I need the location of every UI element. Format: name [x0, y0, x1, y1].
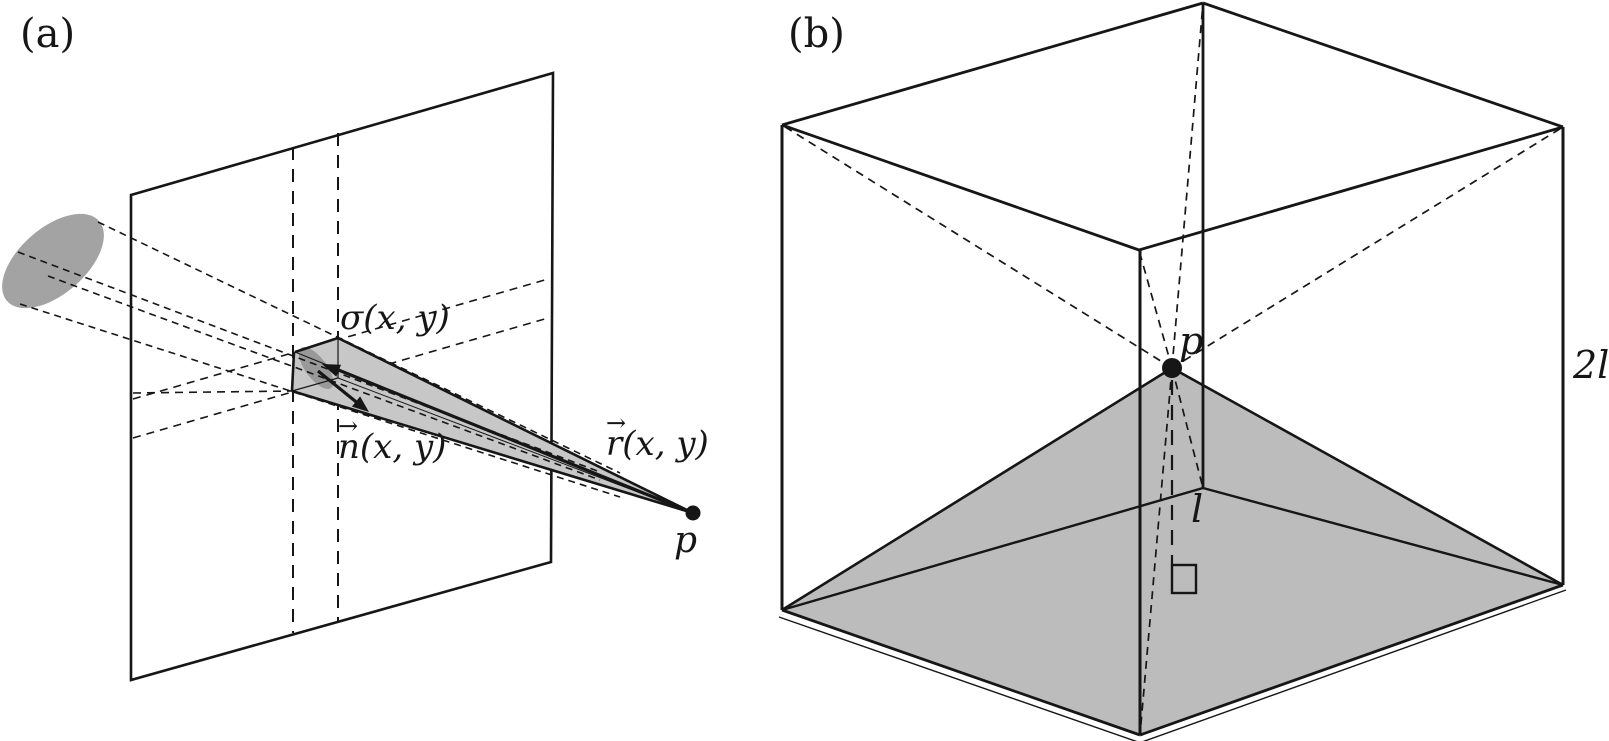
edge-length-label: 2l [1573, 343, 1609, 387]
space-diagonal-dashed [1171, 367, 1204, 489]
vector-arrow-glyph: → [606, 409, 627, 437]
projection-ray [19, 303, 621, 498]
point-p-label-b: p [1179, 319, 1204, 363]
n-vector-label: → n (x, y) [338, 414, 447, 467]
pixel-patch-edge [294, 336, 339, 354]
n-vector-args: (x, y) [359, 427, 447, 467]
point-p-dot [1162, 358, 1182, 378]
panel-b-tag: (b) [788, 11, 845, 57]
r-vector-shaft [330, 365, 694, 515]
cone-silhouette-edge [291, 389, 694, 515]
pyramid-base-offset-line [778, 616, 1138, 741]
r-vector-arrowhead [322, 364, 341, 377]
cube-edge [1138, 125, 1564, 252]
space-diagonal-dashed [1139, 367, 1173, 736]
panel-a-artwork [2, 71, 701, 682]
projection-ray [97, 221, 621, 474]
pyramid-face [782, 368, 1563, 735]
panel-a-tag: (a) [20, 11, 76, 57]
r-vector-args: (x, y) [622, 424, 709, 464]
point-p-label-a: p [674, 520, 698, 561]
pixel-patch-edge [290, 351, 296, 392]
space-diagonal-dashed [1171, 2, 1204, 369]
cube-edge [1202, 1, 1564, 129]
cube-edge [1139, 583, 1564, 737]
pyramid-base-offset-line [1142, 589, 1567, 741]
cube-edge [1202, 486, 1564, 587]
pyramid-slant-edge [1171, 366, 1564, 587]
half-edge-label: l [1191, 487, 1204, 531]
r-vector-letter: r [606, 424, 623, 464]
source-ellipse [2, 213, 104, 309]
vector-arrow-glyph: → [338, 412, 359, 440]
r-vector-label: → r (x, y) [606, 411, 709, 464]
normal-vector-arrowhead [351, 396, 369, 412]
n-vector-letter: n [338, 427, 360, 467]
cube-edge [781, 486, 1204, 612]
cube-edge [781, 608, 1141, 737]
horizontal-reference-line [132, 390, 293, 394]
panel-b-artwork [778, 1, 1567, 741]
cone-silhouette-edge [337, 336, 694, 515]
cube-edge [781, 1, 1204, 127]
sigma-label: σ(x, y) [340, 298, 450, 338]
projection-ray [47, 275, 601, 481]
normal-vector-shaft [316, 369, 362, 407]
space-diagonal-dashed [1171, 126, 1564, 369]
right-angle-marker [1170, 563, 1198, 595]
space-diagonal-dashed [781, 124, 1173, 369]
point-p-dot [685, 505, 701, 521]
space-diagonal-dashed [1138, 249, 1173, 369]
cube-edge [781, 123, 1140, 252]
pyramid-slant-edge [781, 366, 1173, 612]
